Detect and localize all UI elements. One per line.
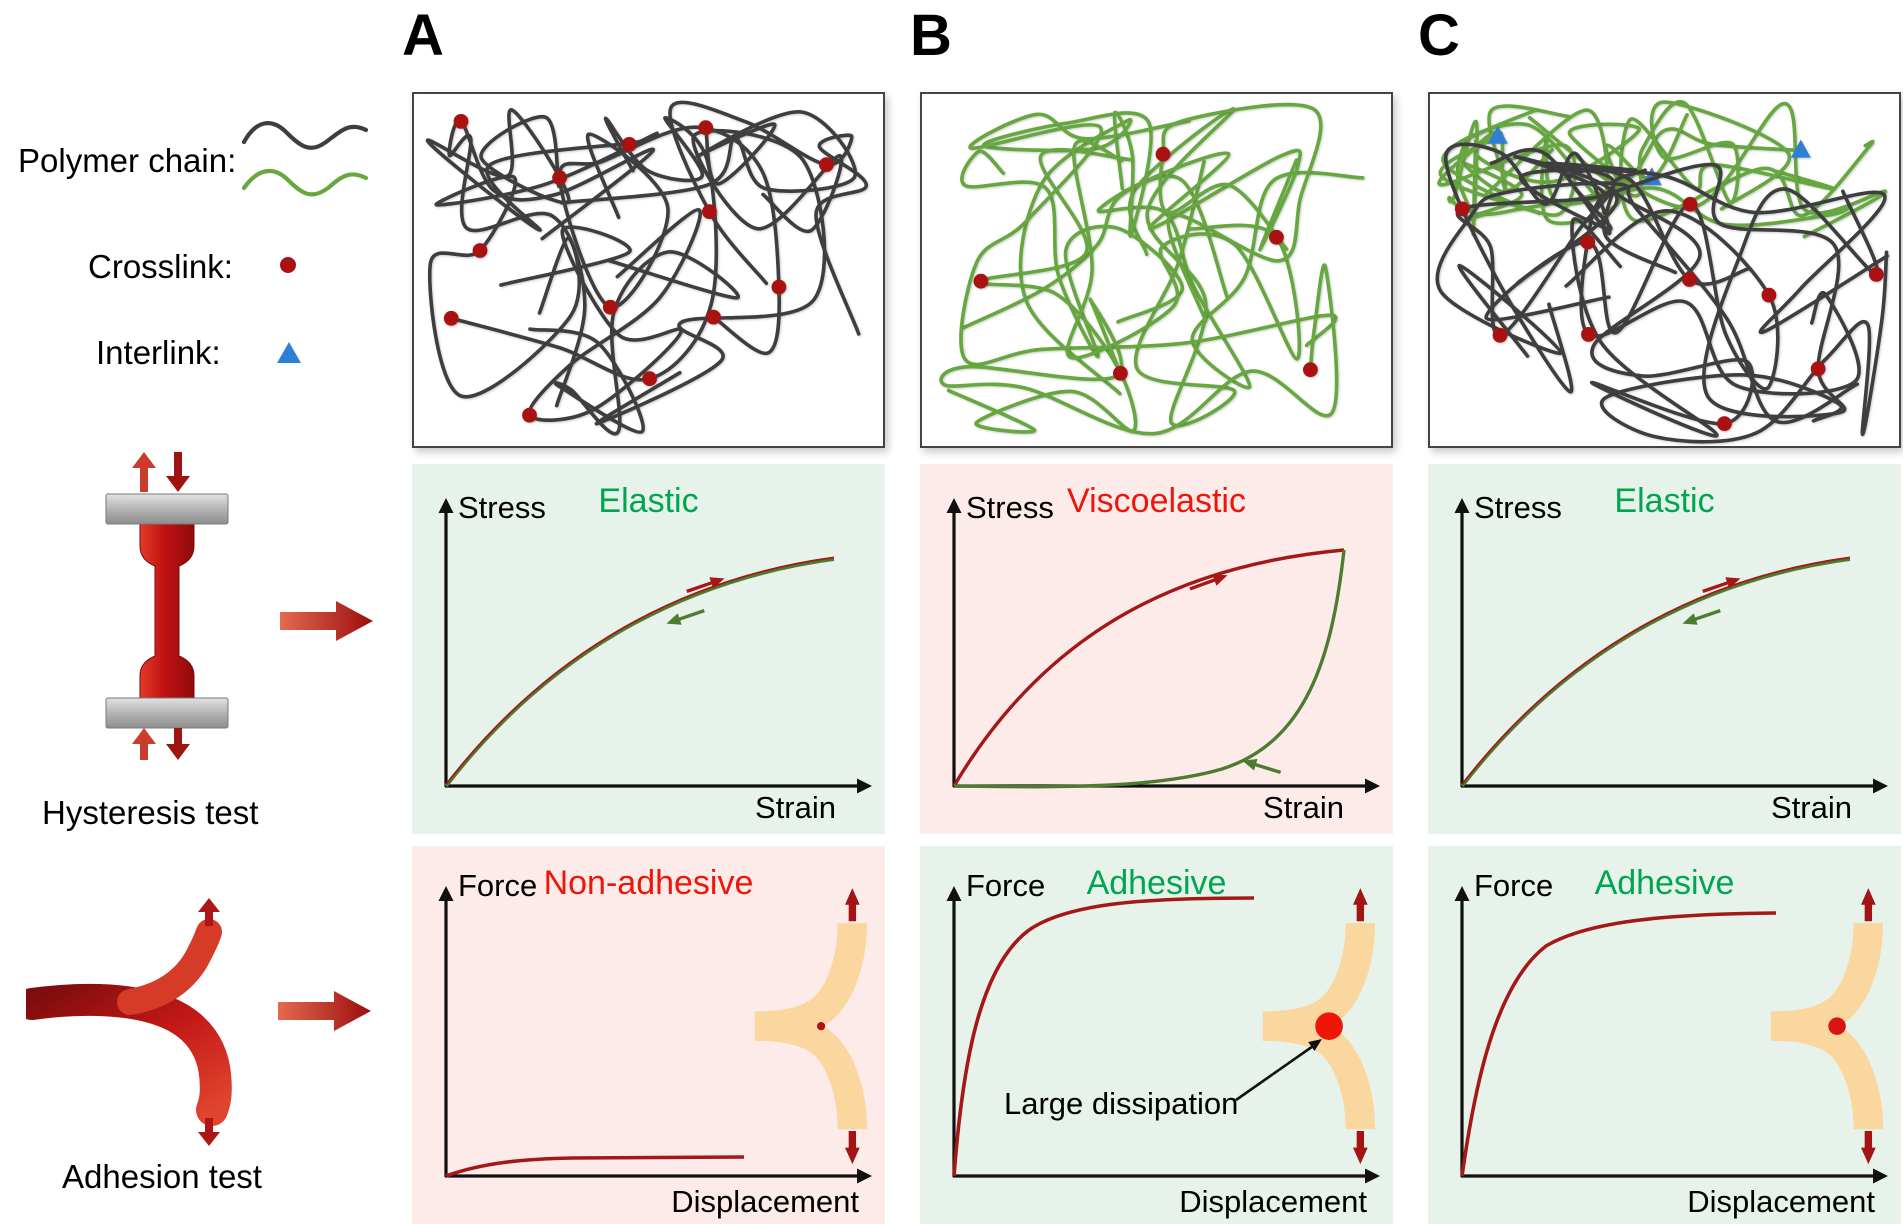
stress-y-axis-label: Stress [1474, 490, 1562, 525]
arrow-right-icon [278, 991, 371, 1031]
force-plot-a: Force Non-adhesive Displacement [412, 846, 885, 1224]
stress-c-title: Elastic [1614, 482, 1715, 520]
stress-x-axis-label: Strain [1771, 790, 1852, 825]
force-x-axis-label: Displacement [1687, 1184, 1875, 1219]
stress-x-axis-label: Strain [755, 790, 836, 825]
stress-y-axis-label: Stress [966, 490, 1054, 525]
hysteresis-specimen-icon [105, 452, 229, 760]
stress-plot-b: Stress Viscoelastic Strain [920, 464, 1393, 834]
force-curve-a [412, 846, 885, 1224]
force-curve-c [1428, 846, 1901, 1224]
force-plot-c: Force Adhesive Displacement [1428, 846, 1901, 1224]
adhesion-test-label: Adhesion test [62, 1158, 262, 1195]
force-x-axis-label: Displacement [1179, 1184, 1367, 1219]
force-y-axis-label: Force [1474, 868, 1554, 903]
stress-a-title: Elastic [598, 482, 699, 520]
stress-curve-b [920, 464, 1393, 834]
stress-x-axis-label: Strain [1263, 790, 1344, 825]
interlink-icon [277, 342, 301, 363]
force-y-axis-label: Force [966, 868, 1046, 903]
force-plot-b: Force Adhesive Large dissipation Displac… [920, 846, 1393, 1224]
arrow-right-icon [280, 601, 373, 641]
stress-curve-a [412, 464, 885, 834]
force-x-axis-label: Displacement [671, 1184, 859, 1219]
stress-plot-a: Stress Elastic Strain [412, 464, 885, 834]
stress-plot-c: Stress Elastic Strain [1428, 464, 1901, 834]
panel-a-label: A [402, 3, 444, 68]
network-diagram-b [920, 92, 1393, 448]
polymer-chain-label: Polymer chain: [18, 142, 237, 179]
force-a-title: Non-adhesive [543, 864, 754, 902]
adhesion-peel-icon [26, 898, 232, 1146]
polymer-chain-icon [241, 121, 369, 197]
panel-b-label: B [910, 3, 952, 68]
crosslink-label: Crosslink: [88, 248, 233, 285]
force-c-title: Adhesive [1594, 864, 1735, 902]
hysteresis-test-label: Hysteresis test [42, 794, 259, 831]
stress-b-title: Viscoelastic [1067, 482, 1246, 520]
interlink-label: Interlink: [96, 334, 221, 371]
panel-c-label: C [1418, 3, 1460, 68]
large-dissipation-label: Large dissipation [1004, 1086, 1239, 1121]
network-diagram-a [412, 92, 885, 448]
stress-y-axis-label: Stress [458, 490, 546, 525]
force-curve-b [920, 846, 1393, 1224]
force-b-title: Adhesive [1086, 864, 1227, 902]
stress-curve-c [1428, 464, 1901, 834]
crosslink-icon [280, 257, 296, 273]
force-y-axis-label: Force [458, 868, 538, 903]
network-diagram-c [1428, 92, 1901, 448]
